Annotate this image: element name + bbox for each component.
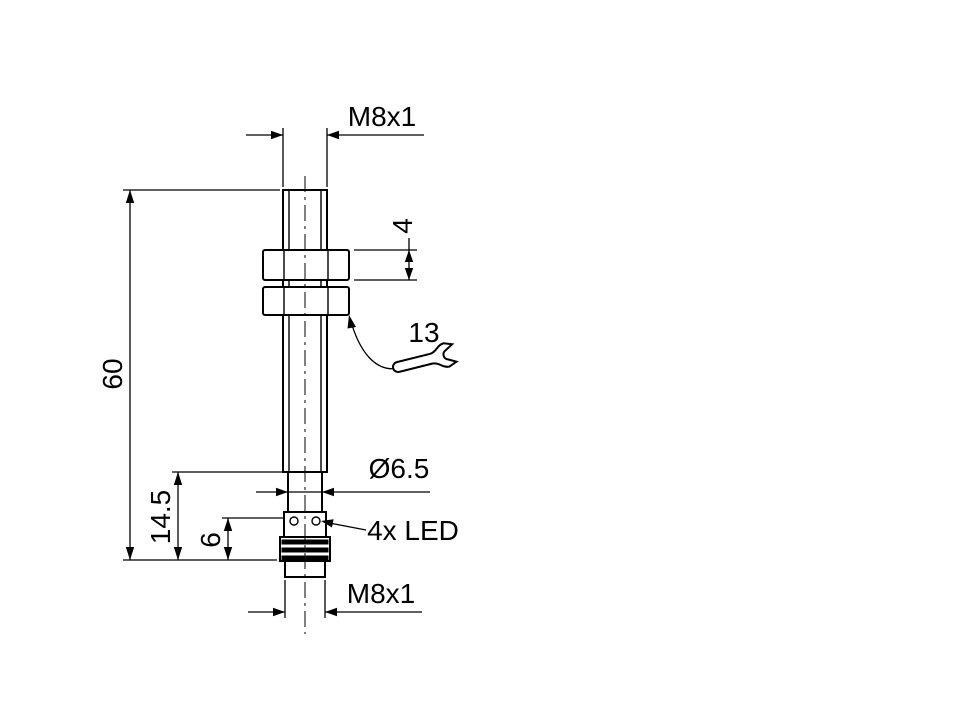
label-thread-bottom: M8x1	[347, 578, 415, 609]
connector-rib-1	[281, 539, 329, 545]
label-rear-length: 14.5	[145, 490, 176, 545]
led-indicator-left	[289, 516, 299, 526]
label-led-note: 4x LED	[367, 515, 459, 546]
dim-thread-top: M8x1	[246, 101, 424, 187]
label-nut-height: 4	[387, 218, 418, 234]
led-indicator-right	[311, 516, 321, 526]
wrench-icon	[392, 342, 459, 373]
sensor-body	[262, 176, 350, 634]
hex-nut-upper	[262, 249, 350, 281]
callout-wrench-size: 13	[347, 315, 459, 373]
dim-rear-length: 14.5	[145, 471, 286, 560]
dim-overall-length: 60	[97, 189, 280, 561]
label-wrench-size: 13	[408, 317, 439, 348]
dim-nut-height: 4	[354, 218, 418, 281]
wrench-leader-line	[349, 317, 400, 370]
label-led-position: 6	[195, 532, 226, 548]
callout-led: 4x LED	[321, 515, 459, 546]
label-tip-diameter: Ø6.5	[369, 453, 430, 484]
dim-tip-diameter: Ø6.5	[256, 453, 430, 497]
label-thread-top: M8x1	[348, 101, 416, 132]
connector-rib-2	[281, 547, 329, 553]
dim-led-position: 6	[195, 517, 284, 560]
label-overall-length: 60	[97, 358, 128, 389]
hex-nut-lower	[262, 286, 350, 316]
dim-thread-bottom: M8x1	[248, 578, 422, 618]
